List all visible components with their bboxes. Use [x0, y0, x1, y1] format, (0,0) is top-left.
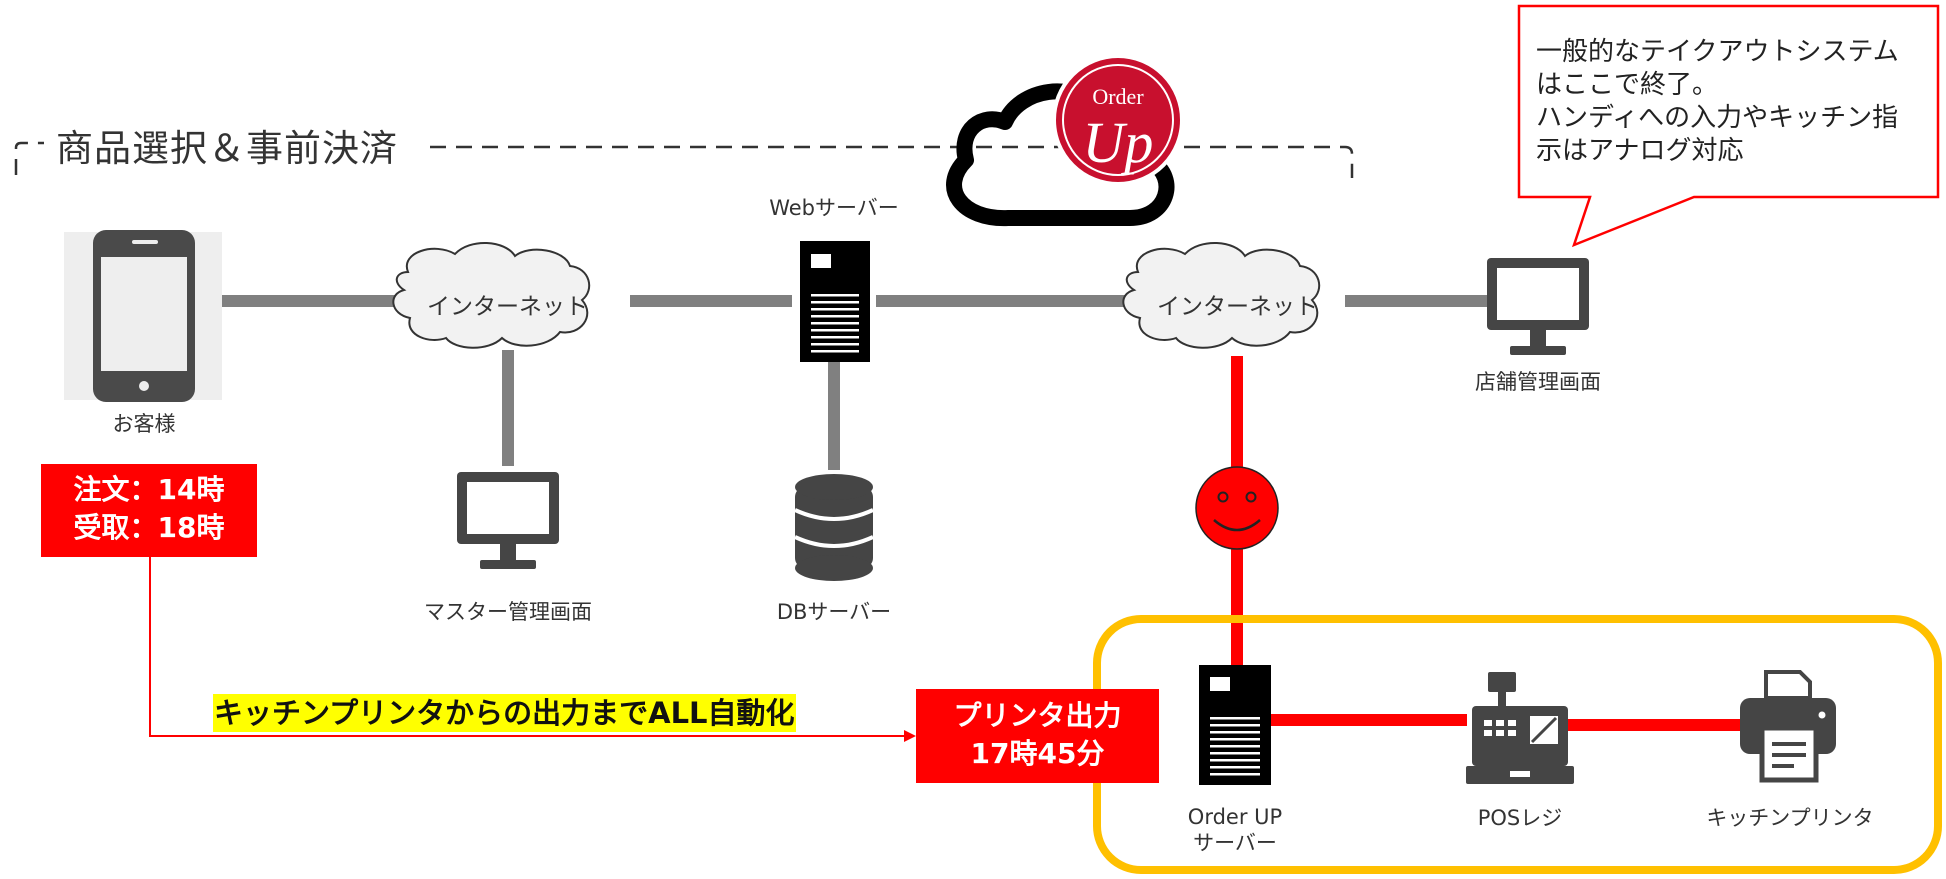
orderup-server-label: Order UP サーバー	[1170, 804, 1300, 856]
customer-label: お客様	[112, 412, 176, 436]
callout-line: 一般的なテイクアウトシステム	[1536, 37, 1899, 67]
flow-arrow	[149, 557, 904, 737]
server-icon-web	[800, 241, 870, 362]
printer-icon	[1740, 670, 1836, 783]
logo-text-up: Up	[1083, 110, 1154, 175]
master-admin-label: マスター管理画面	[424, 600, 592, 624]
cash-register-icon	[1466, 672, 1574, 784]
cloud-icon-right	[1122, 241, 1321, 349]
network-links	[222, 295, 1490, 470]
pos-label: POSレジ	[1477, 806, 1563, 830]
internet-label-right: インターネット	[1157, 294, 1318, 320]
logo-text-order: Order	[1092, 84, 1144, 109]
print-time-line: 17時45分	[970, 737, 1105, 770]
section-title: 商品選択＆事前決済	[52, 118, 402, 172]
orderup-server-label-line1: Order UP	[1187, 805, 1283, 829]
db-server-label: DBサーバー	[776, 600, 892, 624]
flow-arrowhead	[904, 730, 916, 742]
callout-line: ハンディへの入力やキッチン指	[1536, 103, 1899, 133]
red-links	[1231, 356, 1740, 731]
internet-label-left: インターネット	[427, 294, 588, 320]
callout-line: 示はアナログ対応	[1536, 136, 1744, 166]
kitchen-printer-label: キッチンプリンタ	[1706, 806, 1874, 830]
server-icon-orderup	[1199, 665, 1271, 785]
order-time-line: 注文：14時	[73, 473, 225, 506]
callout-line: はここで終了。	[1536, 70, 1719, 100]
section-boundary-left	[14, 141, 44, 175]
monitor-icon-store	[1487, 258, 1589, 355]
print-time-box: プリンタ出力 17時45分	[916, 689, 1159, 783]
callout-bubble	[1517, 4, 1940, 248]
automation-label: キッチンプリンタからの出力までALL自動化	[213, 694, 796, 732]
order-time-box: 注文：14時 受取：18時	[41, 464, 257, 557]
callout-text: 一般的なテイクアウトシステム はここで終了。 ハンディへの入力やキッチン指 示は…	[1536, 36, 1926, 168]
smartphone-icon	[64, 230, 222, 402]
section-boundary-right	[430, 145, 1354, 178]
pickup-time-line: 受取：18時	[73, 511, 225, 544]
web-server-label: Webサーバー	[769, 196, 899, 220]
database-icon	[794, 474, 874, 581]
orderup-server-label-line2: サーバー	[1193, 831, 1277, 855]
store-admin-label: 店舗管理画面	[1475, 370, 1601, 394]
orderup-logo: Order Up	[1052, 54, 1184, 186]
orderup-cloud-icon	[946, 83, 1175, 227]
smiley-icon	[1195, 466, 1279, 550]
monitor-icon-master	[457, 472, 559, 569]
cloud-icon-left	[392, 241, 591, 349]
print-title-line: プリンタ出力	[953, 699, 1122, 732]
